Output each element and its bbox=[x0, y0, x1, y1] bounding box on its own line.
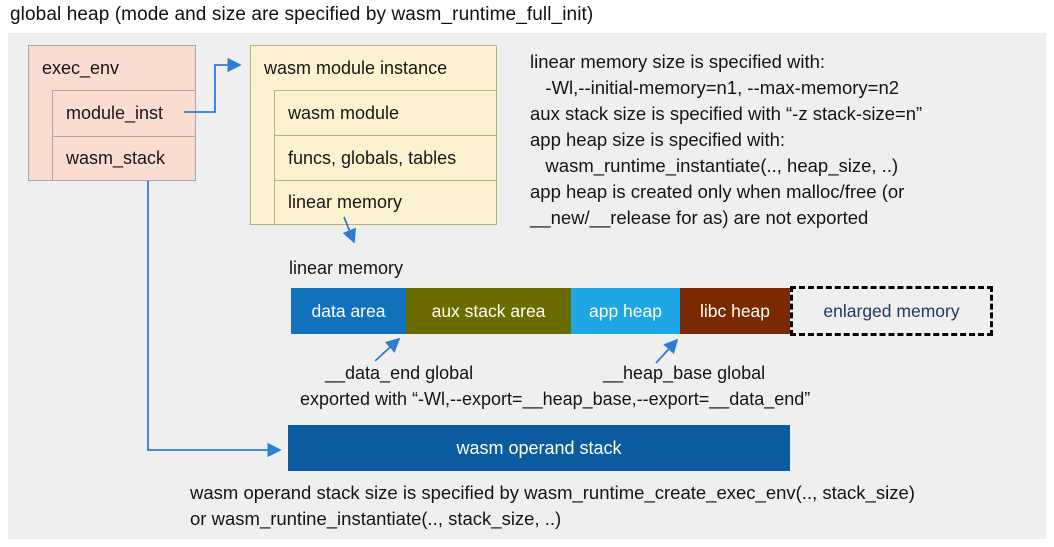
segment-data-area: data area bbox=[291, 288, 406, 334]
note-line: wasm_runtime_instantiate(.., heap_size, … bbox=[530, 155, 899, 176]
wasm-operand-stack-bar: wasm operand stack bbox=[288, 425, 790, 471]
note-line: __new/__release for as) are not exported bbox=[530, 207, 869, 228]
exported-with-label: exported with “-Wl,--export=__heap_base,… bbox=[300, 389, 811, 409]
heap-base-global-label: __heap_base global bbox=[603, 363, 766, 383]
segment-app-heap: app heap bbox=[571, 288, 680, 334]
exec-env-field-module-inst: module_inst bbox=[52, 90, 196, 137]
note-line: app heap is created only when malloc/fre… bbox=[530, 181, 905, 202]
note-line: -Wl,--initial-memory=n1, --max-memory=n2 bbox=[530, 77, 900, 98]
note-line: app heap size is specified with: bbox=[530, 129, 786, 150]
note-line: aux stack size is specified with “-z sta… bbox=[530, 103, 923, 124]
module-instance-field-wasm-module: wasm module bbox=[274, 90, 497, 136]
wasm-operand-stack-label: wasm operand stack bbox=[456, 437, 622, 458]
note-line: linear memory size is specified with: bbox=[530, 51, 826, 72]
exec-env-field-wasm-stack: wasm_stack bbox=[52, 136, 196, 181]
module-instance-field-linear-memory: linear memory bbox=[274, 180, 497, 225]
diagram-title: global heap (mode and size are specified… bbox=[10, 4, 594, 25]
note-line: wasm operand stack size is specified by … bbox=[190, 482, 915, 503]
module-instance-field-funcs-globals-tables: funcs, globals, tables bbox=[274, 135, 497, 181]
linear-memory-label: linear memory bbox=[289, 258, 404, 278]
data-end-global-label: __data_end global bbox=[325, 363, 474, 383]
note-line: or wasm_runtine_instantiate(.., stack_si… bbox=[190, 508, 562, 529]
segment-enlarged-memory: enlarged memory bbox=[790, 286, 993, 336]
segment-libc-heap: libc heap bbox=[680, 288, 790, 334]
segment-aux-stack-area: aux stack area bbox=[406, 288, 571, 334]
operand-stack-notes: wasm operand stack size is specified by … bbox=[190, 480, 915, 532]
module-instance-header: wasm module instance bbox=[264, 58, 448, 78]
exec-env-header: exec_env bbox=[42, 58, 120, 78]
memory-size-notes: linear memory size is specified with: -W… bbox=[530, 49, 922, 231]
